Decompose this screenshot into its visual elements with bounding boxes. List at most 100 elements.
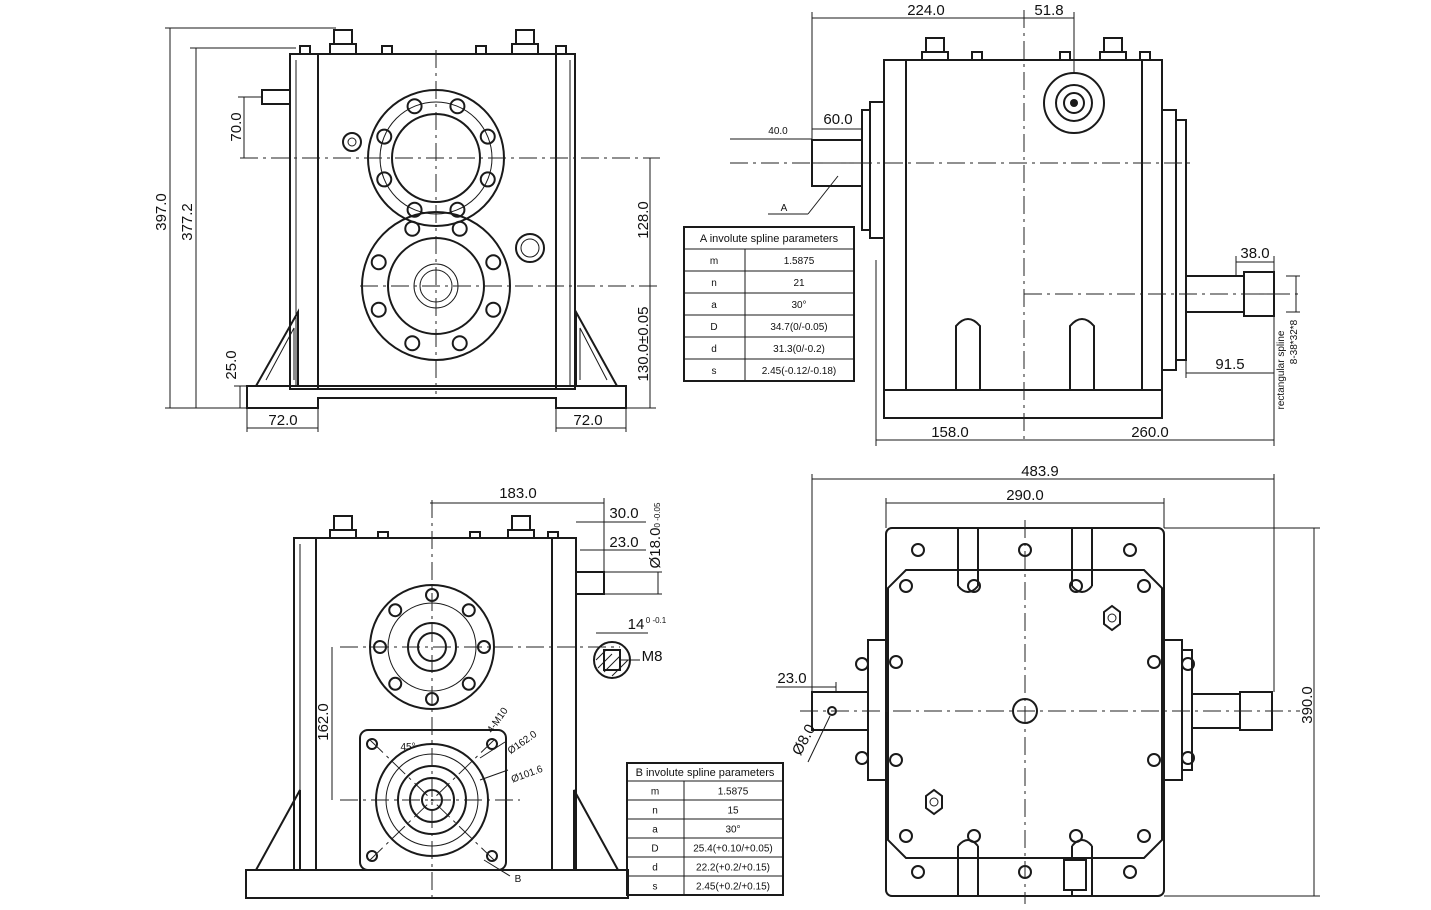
rear-breather-right xyxy=(511,515,531,531)
bolt-hole xyxy=(451,220,468,237)
note-pcd: Ø162.0 xyxy=(506,729,540,757)
note-pilot: Ø101.6 xyxy=(510,764,545,786)
table-b-value: 30° xyxy=(725,825,740,836)
top-nut-2 xyxy=(925,788,943,816)
bolt-hole xyxy=(406,98,423,115)
bolt-hole xyxy=(376,171,393,188)
bolt-hole xyxy=(1137,579,1151,593)
bolt-hole xyxy=(376,128,393,145)
bolt-hole xyxy=(889,655,903,669)
top-inner-housing xyxy=(887,569,1163,859)
side-rib-right xyxy=(1069,318,1095,390)
top-nut-1 xyxy=(1103,604,1121,632)
side-view: 224.0 51.8 40.0 60.0 A 38.0 91.5 158.0 2… xyxy=(730,2,1300,446)
dim-input-offset: 70.0 xyxy=(228,112,245,141)
table-a-value: 2.45(-0.12/-0.18) xyxy=(762,366,837,377)
table-b-param: n xyxy=(652,806,658,817)
side-rib-left xyxy=(955,318,981,390)
table-b-param: a xyxy=(652,825,658,836)
rear-breather-left xyxy=(333,515,353,531)
side-breather-left xyxy=(925,37,945,53)
bolt-hole xyxy=(370,301,387,318)
dim-base-right: 260.0 xyxy=(1131,424,1169,441)
spline-note-2: 8-38*32*8 xyxy=(1289,319,1300,364)
dim-rear-ext-30: 30.0 xyxy=(609,505,638,522)
bolt-hole xyxy=(1123,543,1137,557)
dim-body-length: 290.0 xyxy=(1006,487,1044,504)
dim-foot-height: 25.0 xyxy=(223,350,240,379)
dim-thread: M8 xyxy=(642,648,663,665)
front-breather-left xyxy=(333,29,353,45)
side-base xyxy=(883,389,1163,419)
bolt-hole xyxy=(1069,579,1083,593)
table-b-value: 1.5875 xyxy=(718,787,749,798)
bolt-hole xyxy=(404,335,421,352)
bolt-hole xyxy=(366,850,378,862)
table-b-param: d xyxy=(652,863,658,874)
dim-center-height: 130.0±0.05 xyxy=(635,307,652,382)
dim-rear-dia-18: Ø18.0 xyxy=(647,528,664,569)
bolt-hole xyxy=(855,751,869,765)
top-left-flange xyxy=(867,639,887,781)
dim-rear-shaft-offset: 183.0 xyxy=(499,485,537,502)
dim-top-b: 51.8 xyxy=(1034,2,1063,19)
dim-rear-dia-18-tol: 0 -0.05 xyxy=(653,502,662,527)
table-a-param: s xyxy=(712,366,717,377)
top-drain xyxy=(1063,859,1087,891)
bolt-hole xyxy=(406,201,423,218)
bolt-hole xyxy=(1069,829,1083,843)
spline-note-1: rectangular spline xyxy=(1276,330,1287,409)
table-a-value: 1.5875 xyxy=(784,256,815,267)
top-view: 483.9 290.0 390.0 23.0 Ø8.0 xyxy=(776,463,1320,904)
table-a-param: a xyxy=(711,300,717,311)
table-a-value: 21 xyxy=(793,278,805,289)
table-a-value: 34.7(0/-0.05) xyxy=(770,322,827,333)
front-plug-large xyxy=(515,233,545,263)
bolt-hole xyxy=(1137,829,1151,843)
bolt-hole xyxy=(967,829,981,843)
bolt-hole xyxy=(479,128,496,145)
dim-top-ext-23: 23.0 xyxy=(777,670,806,687)
bolt-hole xyxy=(451,335,468,352)
bolt-hole xyxy=(889,753,903,767)
bolt-hole xyxy=(855,657,869,671)
dim-output-pos: 91.5 xyxy=(1215,356,1244,373)
note-angle: 45° xyxy=(400,742,415,753)
front-base-plate xyxy=(246,385,627,409)
front-input-shaft xyxy=(261,89,291,105)
table-a-param: D xyxy=(710,322,717,333)
bolt-hole xyxy=(366,738,378,750)
bolt-hole xyxy=(485,301,502,318)
table-a-param: m xyxy=(710,256,718,267)
rear-gusset-right xyxy=(573,789,619,871)
label-b: B xyxy=(515,874,522,885)
bolt-hole xyxy=(388,676,403,691)
dim-overall-length: 483.9 xyxy=(1021,463,1059,480)
bolt-hole xyxy=(1123,865,1137,879)
bolt-hole xyxy=(899,579,913,593)
dim-shaft-spacing: 128.0 xyxy=(635,201,652,239)
table-a-param: d xyxy=(711,344,717,355)
top-right-flange xyxy=(1163,639,1183,781)
dim-foot-right: 72.0 xyxy=(573,412,602,429)
table-b-value: 15 xyxy=(727,806,739,817)
table-b-param: m xyxy=(651,787,659,798)
top-rib-2 xyxy=(1071,528,1093,593)
rear-output-shaft xyxy=(575,571,605,595)
top-output-shaft xyxy=(1191,693,1241,729)
table-a-value: 30° xyxy=(791,300,806,311)
dim-rear-shaft-spacing: 162.0 xyxy=(315,703,332,741)
top-rib-3 xyxy=(957,839,979,896)
dim-top-a: 224.0 xyxy=(907,2,945,19)
bolt-hole xyxy=(479,171,496,188)
table-b-value: 2.45(+0.2/+0.15) xyxy=(696,882,770,893)
side-housing xyxy=(883,59,1163,391)
table-b-value: 25.4(+0.10/+0.05) xyxy=(693,844,773,855)
dim-overall-height: 397.0 xyxy=(153,193,170,231)
bolt-hole xyxy=(967,579,981,593)
rear-view: 183.0 30.0 23.0 Ø18.0 0 -0.05 162.0 14 0… xyxy=(245,485,667,900)
label-a: A xyxy=(781,203,788,214)
front-view: 397.0 377.2 70.0 128.0 130.0±0.05 25.0 7… xyxy=(153,27,660,432)
